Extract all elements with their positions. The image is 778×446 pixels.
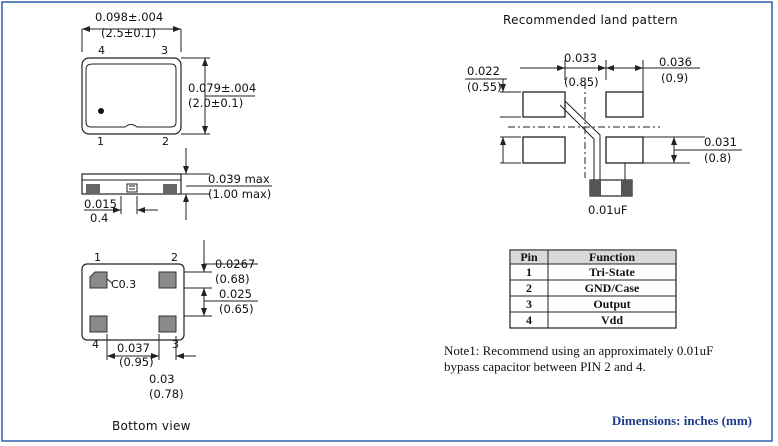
table-header-function: Function: [589, 250, 635, 264]
side-pad-mm: 0.4: [90, 211, 108, 225]
top-pin-3: 3: [161, 44, 168, 57]
side-body: [81, 173, 182, 195]
side-height-in: 0.039 max: [208, 172, 270, 186]
land-pad-w-mm: (0.55): [467, 80, 502, 94]
table-cell-pin: 2: [526, 281, 532, 295]
land-pad-br: [605, 136, 644, 164]
land-gap-in: 0.033: [564, 51, 597, 65]
land-pad-h-in: 0.031: [704, 135, 737, 149]
cap-label: 0.01uF: [588, 203, 628, 217]
bottom-pad-4: [89, 315, 108, 333]
pin-table: Pin Function 1 Tri-State 2 GND/Case 3 Ou…: [509, 249, 677, 329]
table-cell-function: Output: [593, 297, 630, 311]
table-cell-pin: 4: [526, 313, 532, 327]
table-cell-pin: 1: [526, 265, 532, 279]
land-pattern-title: Recommended land pattern: [503, 13, 678, 27]
table-header-pin: Pin: [520, 250, 538, 264]
top-pin-1: 1: [97, 135, 104, 148]
bottom-pitch-h-mm: (0.95): [119, 355, 154, 369]
land-pad-tl: [522, 91, 566, 118]
bottom-view: 1 2 C0.3 0.0267 (0.68) 0.025 (0.65) 4 3 …: [81, 240, 258, 433]
side-height-mm: (1.00 max): [208, 187, 271, 201]
side-pad-right: [163, 184, 177, 194]
note-line-2: bypass capacitor between PIN 2 and 4.: [444, 359, 646, 374]
top-pin-4: 4: [98, 44, 105, 57]
bottom-chamfer: C0.3: [111, 278, 136, 291]
top-view: 0.098±.004 (2.5±0.1) 4 3 1 2 0.079±.004 …: [81, 10, 256, 148]
top-width-in: 0.098±.004: [95, 10, 163, 24]
land-pattern: Recommended land pattern 0.033 (0.85) 0.…: [465, 13, 742, 217]
bottom-pad-1: [89, 271, 108, 289]
side-pad-in: 0.015: [84, 197, 117, 211]
bottom-pin-1: 1: [94, 251, 101, 264]
land-pad-h-mm: (0.8): [704, 151, 731, 165]
bottom-pad-h-mm: (0.65): [219, 302, 254, 316]
dimensions-label: Dimensions: inches (mm): [612, 413, 752, 428]
pin1-dot: [98, 108, 104, 114]
bottom-pin-4: 4: [92, 338, 99, 351]
top-height-in: 0.079±.004: [188, 81, 256, 95]
bottom-pitch-h-in: 0.037: [117, 341, 150, 355]
top-height-mm: (2.0±0.1): [188, 96, 243, 110]
bottom-pad-2: [158, 271, 177, 289]
land-pad-tr: [605, 91, 644, 118]
bottom-pad-3: [158, 315, 177, 333]
table-cell-pin: 3: [526, 297, 532, 311]
table-cell-function: GND/Case: [585, 281, 640, 295]
bottom-pad-h-in: 0.025: [219, 287, 252, 301]
bottom-view-caption: Bottom view: [112, 419, 191, 433]
package-lid: [85, 63, 177, 128]
table-cell-function: Tri-State: [589, 265, 635, 279]
land-len-mm: (0.9): [661, 71, 688, 85]
land-pad-bl: [522, 136, 566, 164]
land-len-in: 0.036: [659, 55, 692, 69]
note-line-1: Note1: Recommend using an approximately …: [444, 343, 713, 358]
bottom-pitch-v-in: 0.0267: [215, 257, 255, 271]
top-width-mm: (2.5±0.1): [101, 26, 156, 40]
side-view: 0.039 max (1.00 max) 0.015 0.4: [81, 148, 272, 225]
side-pad-left: [86, 184, 100, 194]
table-cell-function: Vdd: [601, 313, 623, 327]
bottom-pitch-v-mm: (0.68): [215, 272, 250, 286]
bottom-pad-w-in: 0.03: [149, 372, 175, 386]
bottom-pad-w-mm: (0.78): [149, 387, 184, 401]
land-pad-w-in: 0.022: [467, 64, 500, 78]
top-pin-2: 2: [162, 135, 169, 148]
bottom-outline: [81, 263, 185, 341]
land-gap-mm: (0.85): [564, 75, 599, 89]
bottom-pin-2: 2: [171, 251, 178, 264]
package-outline: [81, 57, 182, 135]
